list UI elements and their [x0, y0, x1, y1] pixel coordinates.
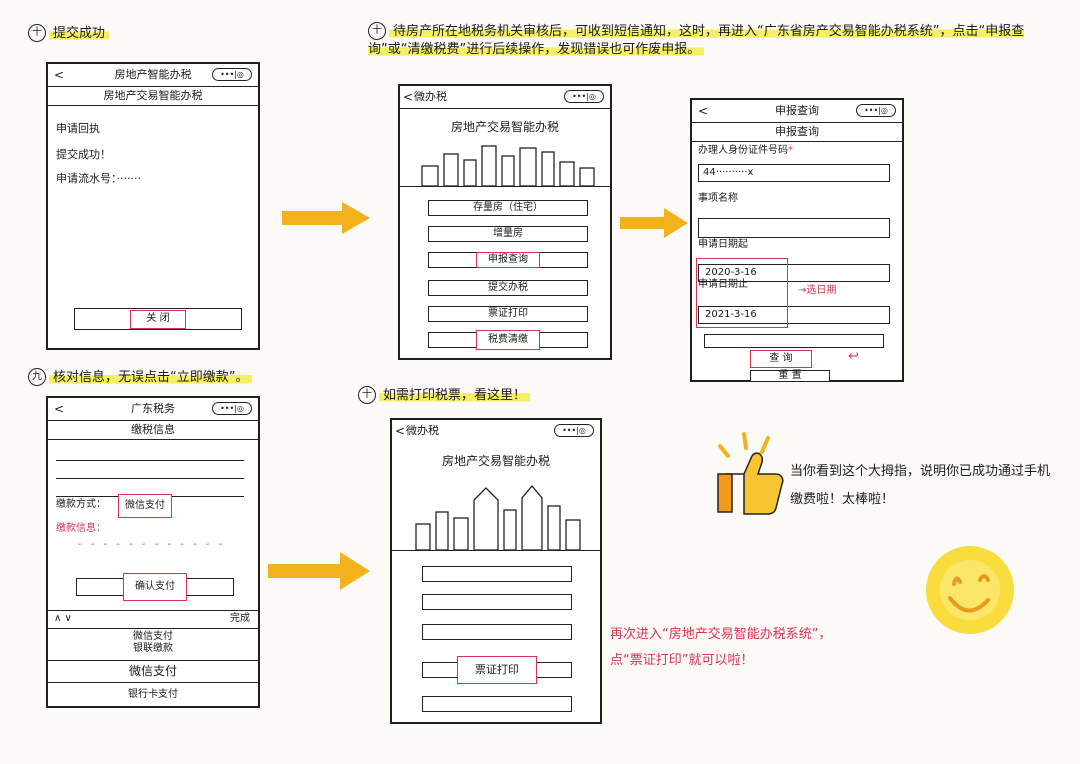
receipt-title: 申请回执 [56, 122, 100, 135]
picker-option-selected[interactable]: 微信支付 [128, 664, 177, 678]
capsule-menu-icon[interactable]: •••|◎ [564, 90, 604, 103]
menu-tax-payment-frame: 税费清缴 [428, 330, 588, 350]
arrow-right-icon [620, 208, 688, 238]
phone-ticket-print: < 微办税 •••|◎ 房地产交易智能办税 票证打印 [390, 418, 602, 724]
phone-payment-info: < 广东税务 •••|◎ 缴税信息 缴款方式： 微信支付 缴款信息： - - -… [46, 396, 260, 708]
thumbs-up-icon [717, 432, 784, 515]
banner-title: 房地产交易智能办税 [450, 120, 559, 134]
arrow-right-icon [282, 202, 370, 234]
close-button-frame: 关 闭 [74, 308, 242, 330]
confirm-pay-frame: 确认支付 [76, 573, 234, 601]
close-button[interactable]: 关 闭 [130, 310, 186, 329]
menu-submit-tax[interactable]: 提交办税 [428, 280, 588, 296]
payment-info-dashes: - - - - - - - - - - - - [78, 539, 226, 550]
success-thumb-note: 当你看到这个大拇指，说明你已成功通过手机缴费啦！太棒啦！ [790, 464, 1051, 507]
success-text: 提交成功！ [56, 148, 111, 161]
menu-declaration-query[interactable]: 申报查询 [476, 252, 540, 268]
step-label-verify: 九核对信息，无误点击“立即缴款”。 [28, 368, 253, 387]
step-number-badge: 十 [368, 22, 386, 40]
phone-title-bar: < 微办税 •••|◎ [400, 86, 610, 108]
step-number-badge: 九 [28, 368, 46, 386]
smiley-face-icon [926, 546, 1014, 634]
city-skyline-icon [415, 484, 581, 550]
query-button[interactable]: 查 询 [750, 350, 812, 368]
back-arrow-icon[interactable]: < [698, 104, 709, 118]
serial-number: 申请流水号：······· [56, 172, 141, 185]
phone-submit-success: < 房地产智能办税 •••|◎ 房地产交易智能办税 申请回执 提交成功！ 申请流… [46, 62, 260, 350]
step-label-print: 十如需打印税票，看这里！ [358, 386, 531, 405]
picker-done-button[interactable]: 完成 [230, 613, 250, 624]
menu-print-ticket[interactable]: 票证打印 [428, 306, 588, 322]
menu-tax-payment[interactable]: 税费清缴 [476, 330, 540, 350]
arrow-right-icon [268, 552, 370, 590]
date-start-input[interactable]: 2020-3-16 [698, 264, 890, 282]
payment-info-label: 缴款信息： [56, 523, 106, 534]
city-skyline-icon [421, 145, 595, 186]
date-highlight-box [696, 258, 788, 328]
menu-item[interactable] [422, 696, 572, 712]
back-arrow-icon[interactable]: < [54, 68, 65, 82]
step-label-query: 十待房产所在地税务机关审核后，可收到短信通知，这时，再进入“广东省房产交易智能办… [368, 22, 1025, 57]
date-start-label: 申请日期起 [698, 239, 748, 250]
back-arrow-icon[interactable]: < [403, 90, 414, 104]
date-end-input[interactable]: 2021-3-16 [698, 306, 890, 324]
step-number-badge: 十 [28, 24, 46, 42]
id-number-label: 办理人身份证件号码* [698, 145, 793, 156]
capsule-menu-icon[interactable]: •••|◎ [212, 68, 252, 81]
print-ticket-button[interactable]: 票证打印 [457, 656, 537, 684]
banner-title: 房地产交易智能办税 [441, 454, 550, 468]
picker-option[interactable]: 银联缴款 [133, 643, 173, 654]
phone-title-bar: < 微办税 •••|◎ [392, 420, 600, 442]
print-instruction-note: 再次进入“房地产交易智能办税系统”，点“票证打印”就可以啦！ [610, 627, 832, 668]
id-number-input[interactable]: 44··········x [698, 164, 890, 182]
date-end-label: 申请日期止 [698, 279, 748, 290]
menu-new-house[interactable]: 增量房 [428, 226, 588, 242]
menu-item[interactable] [422, 566, 572, 582]
query-button-frame [704, 334, 884, 348]
capsule-menu-icon[interactable]: •••|◎ [212, 402, 252, 415]
step-number-badge: 十 [358, 386, 376, 404]
reset-button[interactable]: 重 置 [750, 370, 830, 382]
phone-title-bar: < 广东税务 •••|◎ [48, 398, 258, 420]
phone-main-menu: < 微办税 •••|◎ 房地产交易智能办税 存量房（住宅） 增量房 申报查询 提… [398, 84, 612, 360]
payment-method-value[interactable]: 微信支付 [118, 494, 172, 518]
payment-method-label: 缴款方式： [56, 499, 106, 510]
menu-declaration-query-frame: 申报查询 [428, 252, 588, 268]
item-name-input[interactable] [698, 218, 890, 238]
capsule-menu-icon[interactable]: •••|◎ [554, 424, 594, 437]
menu-item[interactable] [422, 594, 572, 610]
picker-option[interactable]: 银行卡支付 [128, 689, 178, 700]
print-ticket-frame: 票证打印 [422, 656, 572, 684]
confirm-pay-button[interactable]: 确认支付 [123, 573, 187, 601]
back-arrow-icon[interactable]: < [54, 402, 65, 416]
item-name-label: 事项名称 [698, 193, 738, 204]
menu-item[interactable] [422, 624, 572, 640]
picker-option[interactable]: 微信支付 [133, 631, 173, 642]
phone-title-bar: < 房地产智能办税 •••|◎ [48, 64, 258, 86]
back-arrow-icon[interactable]: < [395, 424, 406, 438]
hand-pointer-icon: ↩ [848, 349, 859, 364]
page-subtitle: 房地产交易智能办税 [48, 86, 258, 106]
choose-date-note: →选日期 [798, 285, 837, 296]
picker-nav-icon[interactable]: ∧ ∨ [54, 613, 72, 624]
page-subtitle: 缴税信息 [48, 420, 258, 440]
page-subtitle: 申报查询 [692, 122, 902, 142]
capsule-menu-icon[interactable]: •••|◎ [856, 104, 896, 117]
menu-existing-house[interactable]: 存量房（住宅） [428, 200, 588, 216]
phone-title-bar: < 申报查询 •••|◎ [692, 100, 902, 122]
phone-declaration-query: < 申报查询 •••|◎ 申报查询 办理人身份证件号码* 44·········… [690, 98, 904, 382]
step-label-submit: 十提交成功 [28, 24, 110, 43]
